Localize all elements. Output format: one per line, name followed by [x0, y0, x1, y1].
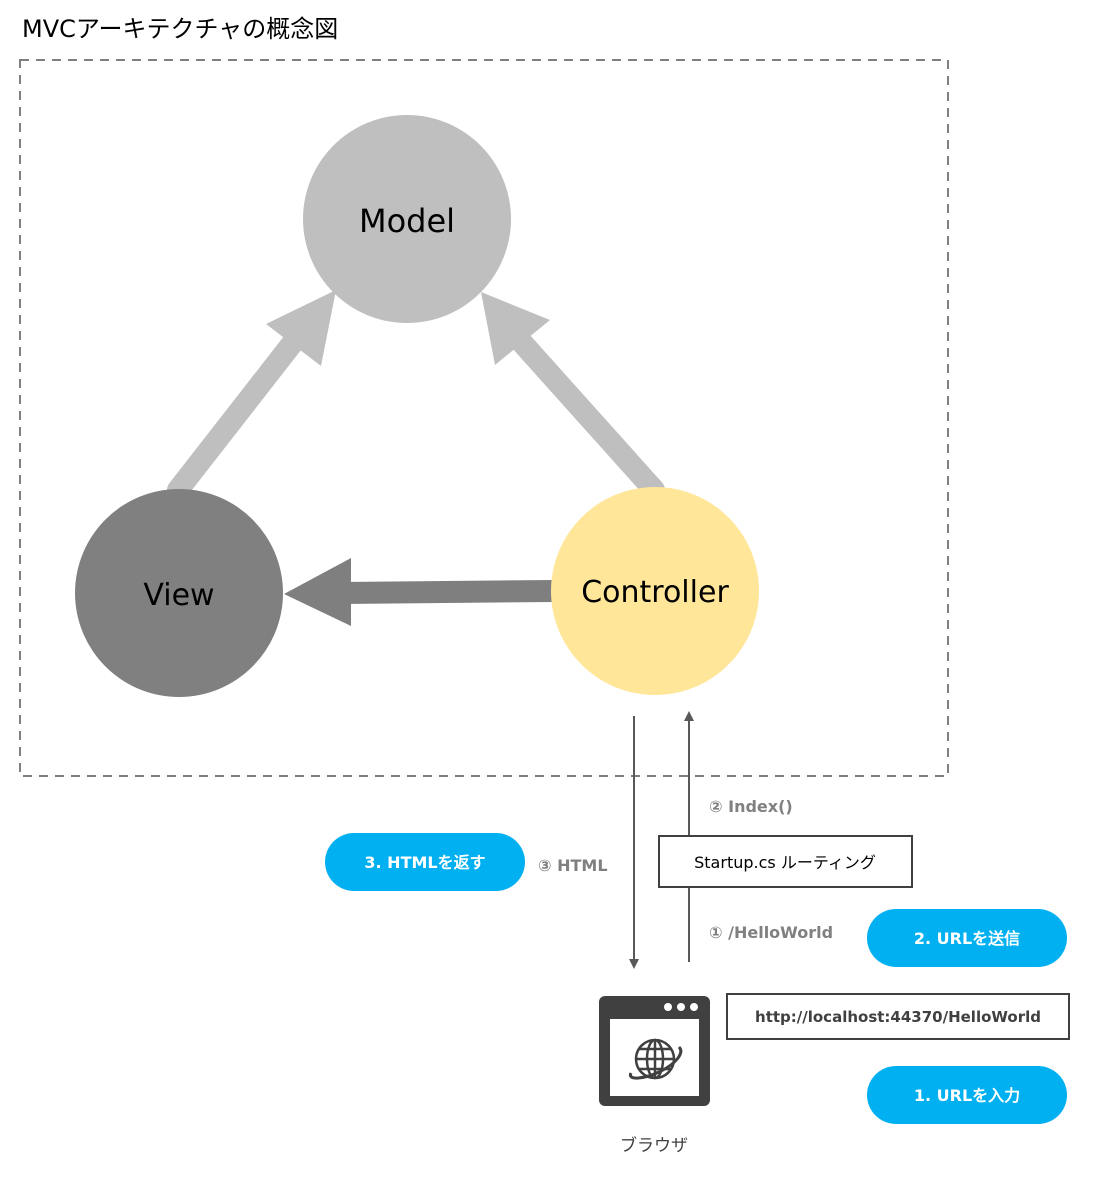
view-node: View — [75, 489, 283, 697]
send-url-pill: 2. URLを送信 — [867, 909, 1067, 967]
send-url-label: 2. URLを送信 — [914, 929, 1020, 948]
return-html-label: 3. HTMLを返す — [364, 853, 485, 872]
diagram-title: MVCアーキテクチャの概念図 — [22, 15, 338, 43]
mvc-boundary — [19, 59, 949, 777]
model-label: Model — [359, 202, 455, 240]
url-box: http://localhost:44370/HelloWorld — [726, 993, 1070, 1040]
step1-label: ① /HelloWorld — [709, 923, 833, 942]
step3-label: ③ HTML — [538, 856, 608, 875]
controller-to-view-arrow — [284, 558, 565, 626]
step2-label: ② Index() — [709, 797, 793, 816]
controller-to-model-arrow — [481, 292, 665, 501]
controller-node: Controller — [551, 487, 759, 695]
browser-globe-icon — [599, 996, 710, 1106]
controller-label: Controller — [581, 575, 729, 610]
routing-label: Startup.cs ルーティング — [694, 853, 876, 872]
routing-box: Startup.cs ルーティング — [658, 835, 913, 888]
input-url-label: 1. URLを入力 — [914, 1086, 1020, 1105]
browser-label: ブラウザ — [620, 1135, 688, 1156]
model-node: Model — [303, 115, 511, 323]
view-to-model-arrow — [167, 290, 336, 501]
view-label: View — [143, 578, 214, 613]
input-url-pill: 1. URLを入力 — [867, 1066, 1067, 1124]
return-html-pill: 3. HTMLを返す — [325, 833, 525, 891]
url-label: http://localhost:44370/HelloWorld — [755, 1008, 1041, 1026]
